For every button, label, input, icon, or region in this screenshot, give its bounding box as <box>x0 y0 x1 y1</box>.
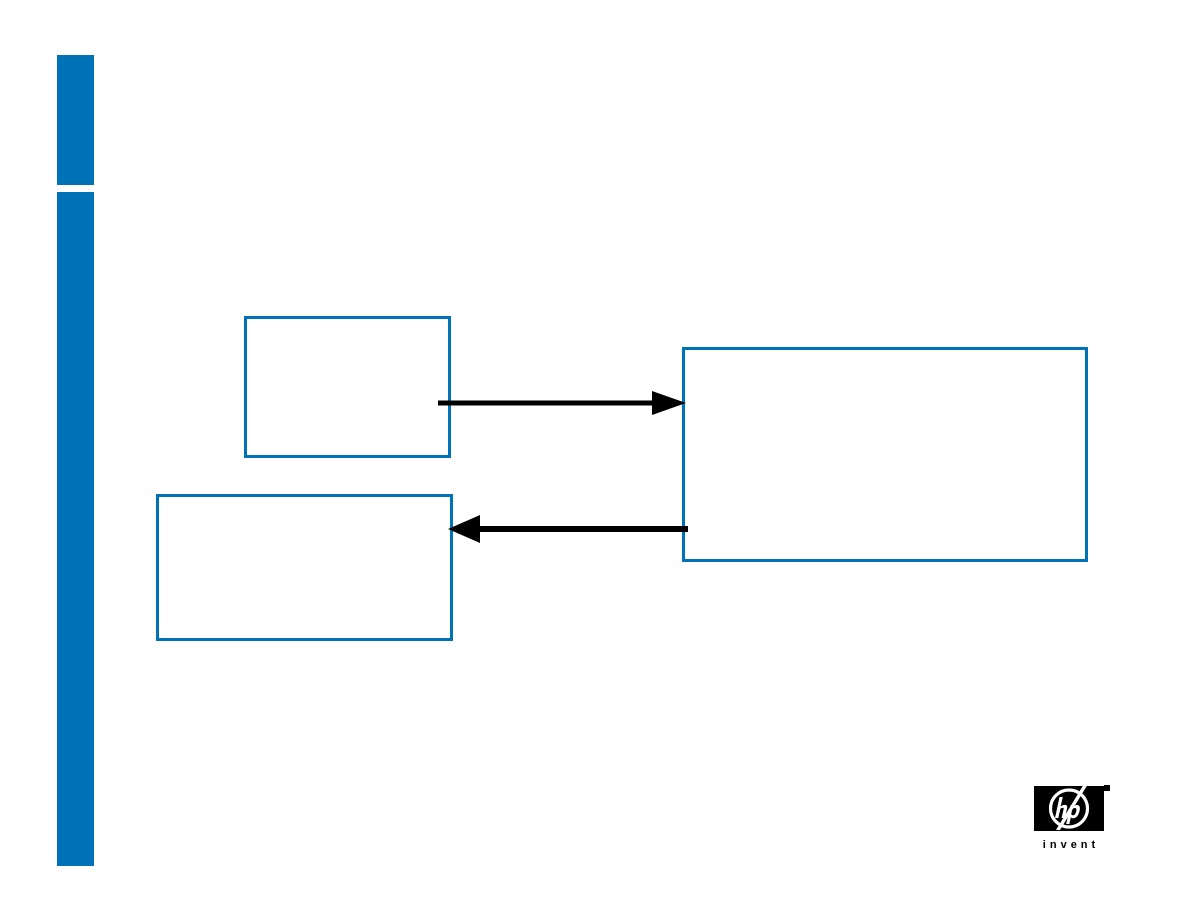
diagram-box-source[interactable] <box>244 316 451 458</box>
accent-bar-top-segment <box>57 55 94 185</box>
hp-logo: invent <box>1034 784 1110 864</box>
diagram-box-result[interactable] <box>156 494 453 641</box>
arrow-right-icon <box>438 386 686 422</box>
slide-subtitle <box>130 195 1110 265</box>
hp-logo-wordmark: invent <box>1042 839 1100 851</box>
arrow-left-icon <box>448 512 688 548</box>
accent-bar-bottom-segment <box>57 192 94 866</box>
registered-trademark-icon <box>1104 785 1110 791</box>
diagram-box-process[interactable] <box>682 347 1088 562</box>
page-title <box>130 60 1110 170</box>
hp-logo-mark <box>1034 784 1110 831</box>
